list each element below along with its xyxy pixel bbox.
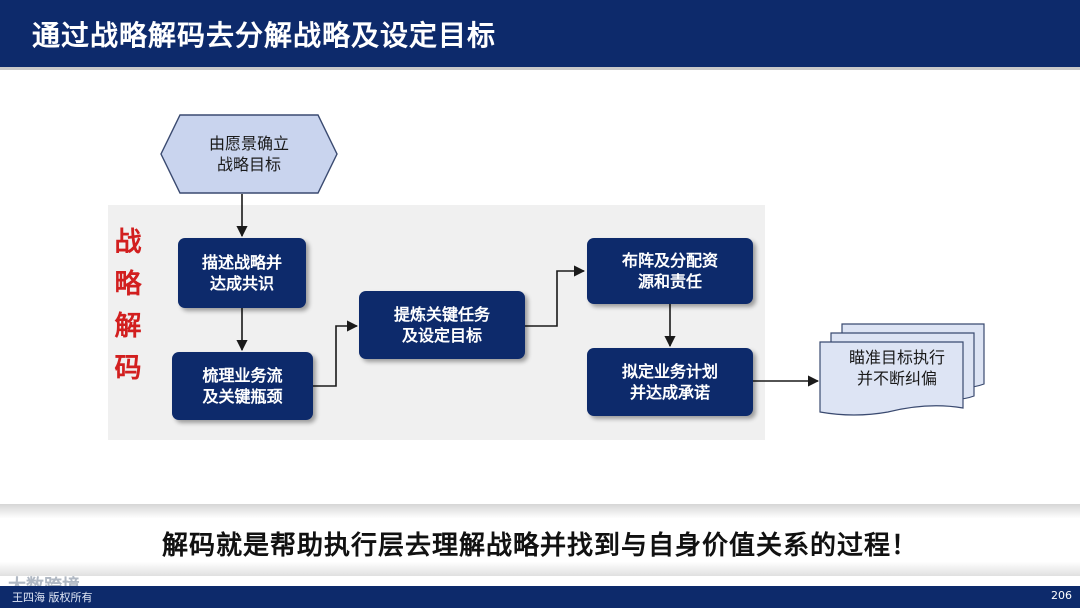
start-line-1: 由愿景确立 bbox=[208, 134, 289, 153]
label-char: 解 bbox=[114, 311, 142, 342]
label-char: 略 bbox=[114, 269, 142, 300]
summary-banner: 解码就是帮助执行层去理解战略并找到与自身价值关系的过程！ bbox=[0, 504, 1080, 576]
box-line: 达成共识 bbox=[209, 274, 274, 293]
end-line-2: 并不断纠偏 bbox=[856, 369, 937, 388]
box-line: 提炼关键任务 bbox=[393, 305, 490, 324]
strategy-decoding-label: 战 略 解 码 bbox=[110, 222, 146, 390]
box-allocate-resources: 布阵及分配资 源和责任 bbox=[587, 238, 753, 304]
copyright-text: 王四海 版权所有 bbox=[12, 591, 93, 604]
box-line: 拟定业务计划 bbox=[621, 362, 718, 381]
box-line: 梳理业务流 bbox=[202, 366, 283, 385]
end-line-1: 瞄准目标执行 bbox=[848, 348, 945, 367]
box-line: 及关键瓶颈 bbox=[202, 387, 283, 406]
end-shape-text: 瞄准目标执行 并不断纠偏 bbox=[824, 346, 970, 390]
box-line: 描述战略并 bbox=[201, 253, 282, 272]
hexagon-shape bbox=[160, 114, 338, 194]
box-business-flow: 梳理业务流 及关键瓶颈 bbox=[172, 352, 313, 420]
footer-bar: 王四海 版权所有 206 bbox=[0, 586, 1080, 608]
box-line: 源和责任 bbox=[637, 272, 702, 291]
label-char: 码 bbox=[114, 353, 142, 384]
page-title: 通过战略解码去分解战略及设定目标 bbox=[32, 19, 497, 52]
header-divider bbox=[0, 67, 1080, 70]
box-key-tasks: 提炼关键任务 及设定目标 bbox=[359, 291, 525, 359]
start-line-2: 战略目标 bbox=[216, 155, 281, 174]
box-describe-strategy: 描述战略并 达成共识 bbox=[178, 238, 306, 308]
header-bar: 通过战略解码去分解战略及设定目标 bbox=[0, 0, 1080, 67]
arrow-b2-to-b3 bbox=[313, 320, 359, 387]
box-line: 及设定目标 bbox=[401, 326, 482, 345]
arrow-b3-to-b4 bbox=[525, 265, 586, 327]
box-line: 布阵及分配资 bbox=[621, 251, 718, 270]
box-line: 并达成承诺 bbox=[629, 383, 710, 402]
summary-text: 解码就是帮助执行层去理解战略并找到与自身价值关系的过程！ bbox=[161, 531, 918, 561]
start-hexagon: 由愿景确立 战略目标 bbox=[160, 114, 338, 194]
box-business-plan: 拟定业务计划 并达成承诺 bbox=[587, 348, 753, 416]
label-char: 战 bbox=[114, 227, 142, 258]
end-multidocument-shape bbox=[819, 323, 985, 416]
page-number: 206 bbox=[1051, 589, 1072, 602]
